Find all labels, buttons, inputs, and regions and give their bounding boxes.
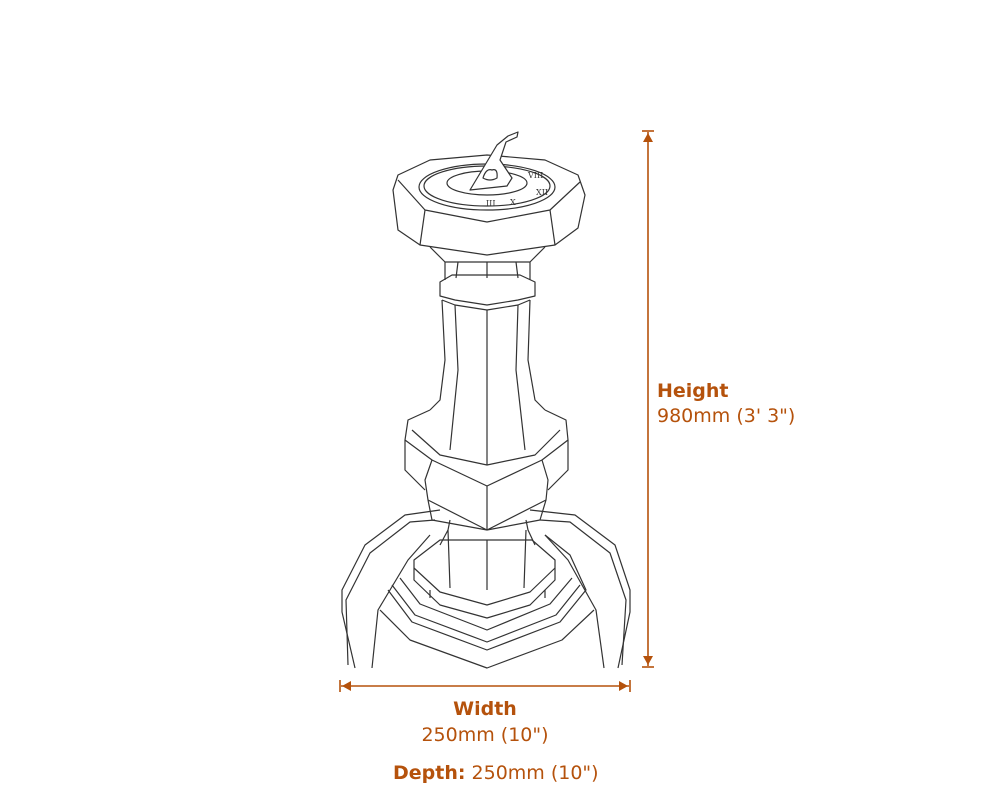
dial-numeral: VIII [527,171,543,180]
arrow-up-icon [643,133,653,142]
depth-value: 250mm (10") [471,762,599,784]
height-value: 980mm (3' 3") [657,405,796,427]
dial-numeral: X [510,198,516,207]
depth-label: Depth: [393,762,466,784]
dial-numeral: III [486,199,495,208]
gnomon-icon [469,131,519,191]
lower-plinth [413,539,556,619]
base-step-1 [371,534,605,669]
shaft [429,299,546,411]
dial-numeral: XII [536,188,548,197]
width-label: Width [453,698,517,720]
height-label: Height [657,380,729,402]
dimension-lines [339,130,654,692]
collar [439,274,536,306]
base-outer [341,509,631,669]
width-value: 250mm (10") [421,724,549,746]
arrow-down-icon [643,656,653,665]
arrow-left-icon [342,681,351,691]
pedestal-illustration [341,131,631,669]
arrow-right-icon [619,681,628,691]
depth-row: Depth: 250mm (10") [393,762,599,784]
